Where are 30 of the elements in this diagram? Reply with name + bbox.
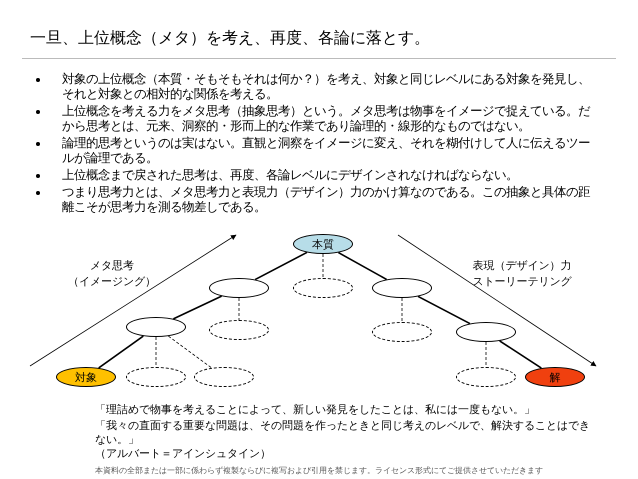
bullet-text: 対象の上位概念（本質・そもそもそれは何か？）を考え、対象と同じレベルにある対象を発見し、それと対象との相対的な関係を考える。: [62, 72, 591, 102]
footer-note: 本資料の全部または一部に係わらず複製ならびに複写および引用を禁じます。ライセンス形式にてご提供させていただきます: [94, 465, 544, 476]
quote-attribution: （アルバート＝アインシュタイン）: [95, 447, 272, 461]
connector-line: [168, 336, 212, 368]
bullet-text: 上位概念まで戻された思考は、再度、各論レベルにデザインされなければならない。: [62, 168, 519, 183]
ellipse-shape: [372, 278, 432, 298]
slide-title: 一旦、上位概念（メタ）を考え、再度、各論に落とす。: [30, 28, 430, 49]
connector-line: [238, 298, 240, 320]
connector-line: [338, 252, 387, 280]
concept-ellipse: 対象: [56, 367, 116, 387]
connector-line: [98, 335, 144, 369]
ellipse-shape: [456, 322, 516, 342]
quote-text: 「我々の直面する重要な問題は、その問題を作ったときと同じ考えのレベルで、解決することはできない。」: [95, 419, 591, 447]
concept-ellipse: 本質: [293, 234, 353, 254]
ellipse-shape: [126, 317, 186, 337]
quote-text: 「理詰めで物事を考えることによって、新しい発見をしたことは、私には一度もない。」: [95, 403, 536, 417]
axis-label: （イメージング）: [67, 274, 157, 289]
connector-line: [322, 254, 324, 278]
ellipse-shape: [209, 278, 269, 298]
connector-line: [254, 252, 308, 280]
axis-label: 表現（デザイン）力: [472, 258, 572, 273]
axis-label: メタ思考: [89, 258, 135, 273]
bullet-text: 上位概念を考える力をメタ思考（抽象思考）という。メタ思考は物事をイメージで捉えている。だから思考とは、元来、洞察的・形而上的な作業であり論理的・線形的なものではない。: [62, 104, 592, 134]
bullet-text: つまり思考力とは、メタ思考力と表現力（デザイン）力のかけ算なのである。この抽象と具体の距離こそが思考力を測る物差しである。: [62, 185, 591, 215]
concept-ellipse: 解: [525, 367, 585, 387]
axis-label: ストーリーテリング: [472, 274, 573, 289]
connector-line: [173, 295, 222, 320]
connector-line: [499, 340, 542, 369]
bullet-text: 論理的思考というのは実はない。直観と洞察をイメージに変え、それを糊付けして人に伝えるツールが論理である。: [62, 136, 591, 166]
connector-line: [418, 296, 470, 324]
